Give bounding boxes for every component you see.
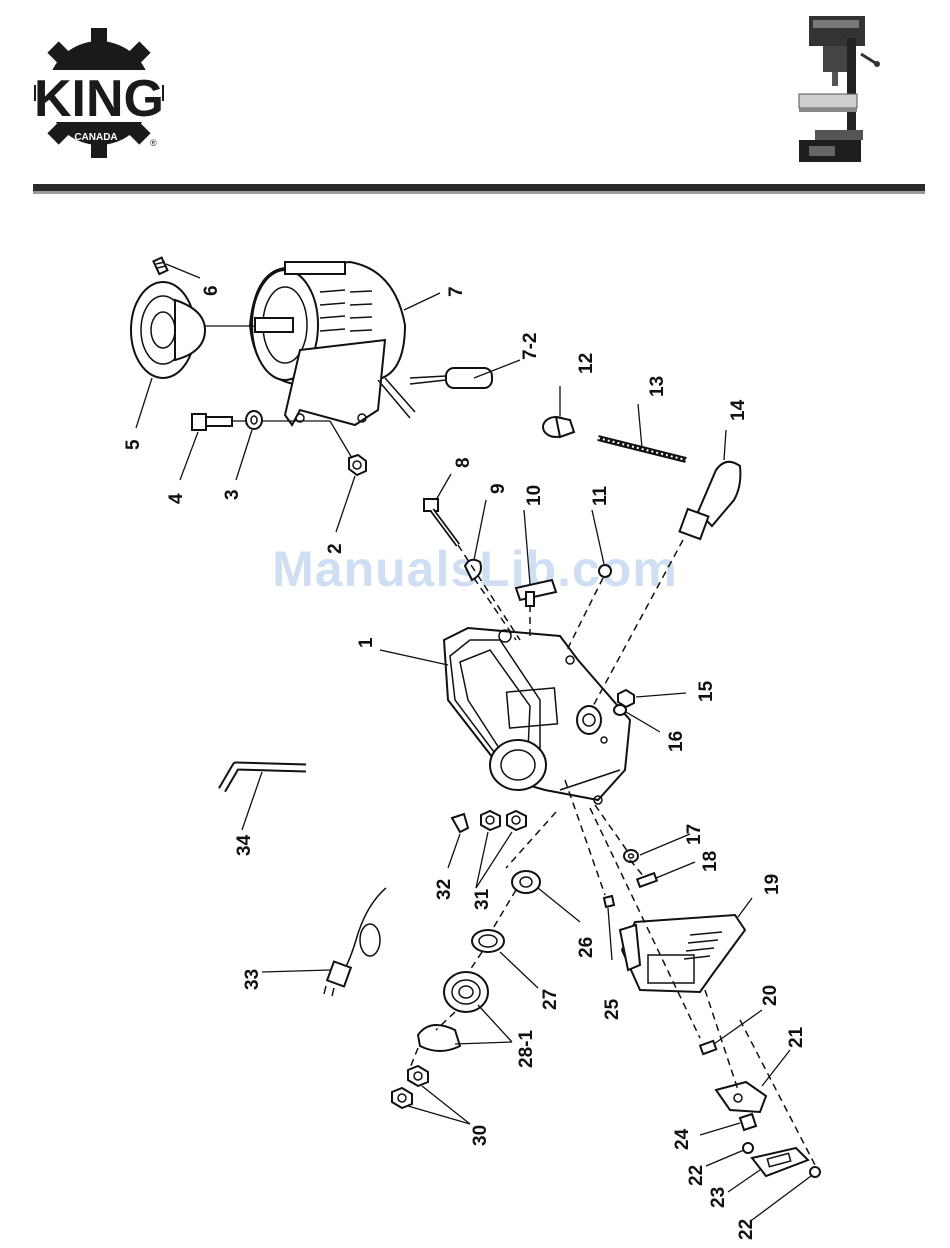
switch-cover [716,1082,766,1112]
knob [543,417,574,437]
hex-bolt [192,414,232,430]
screw-18 [637,873,657,887]
label-18: 18 [700,851,721,872]
label-31: 31 [472,888,493,910]
power-cord [324,888,386,996]
label-20: 20 [760,985,781,1006]
label-14: 14 [728,399,749,421]
motor [196,262,415,425]
label-33: 33 [242,969,263,990]
set-screw [153,258,167,274]
spring-housing-28-1 [418,1025,460,1051]
label-19: 19 [762,874,783,895]
label-6: 6 [201,285,222,296]
label-2: 2 [325,543,346,554]
motor-housing [444,628,630,804]
spindle-pulley-26 [512,871,540,893]
label-16: 16 [666,731,687,752]
label-11: 11 [590,485,611,506]
label-17: 17 [684,824,705,845]
washer [246,411,262,429]
motor-pulley [131,282,205,378]
hex-key [222,766,306,790]
label-9: 9 [488,483,509,494]
capacitor [410,368,492,388]
label-12: 12 [576,353,597,374]
long-screw [424,499,458,545]
label-15: 15 [696,680,717,702]
small-nut [599,565,611,577]
label-7-2: 7-2 [520,333,541,360]
label-10: 10 [524,485,545,506]
label-1: 1 [356,637,377,648]
switch-toggle [740,1114,756,1130]
label-22-upper: 22 [686,1165,707,1186]
part-labels: 1 2 3 4 5 6 7 7-2 8 9 10 11 12 13 14 15 … [123,285,807,1240]
screw-22-lower [810,1167,820,1177]
clip-32 [452,814,468,832]
label-27: 27 [540,989,561,1010]
label-32: 32 [434,879,455,900]
label-21: 21 [786,1026,807,1048]
label-30: 30 [470,1125,491,1146]
screw-22-upper [743,1143,753,1153]
label-28-1: 28-1 [516,1030,537,1068]
label-25: 25 [602,998,623,1020]
retaining-ring-27 [472,930,504,952]
label-3: 3 [222,489,243,500]
label-4: 4 [166,493,187,504]
label-7: 7 [446,286,467,297]
spring-cover-28-1 [444,972,488,1012]
strain-relief-25 [604,896,614,907]
screw-20 [700,1041,716,1054]
switch-plate [752,1148,808,1176]
mounting-bracket [516,580,556,606]
label-22-lower: 22 [736,1219,757,1240]
nuts-31 [481,811,526,830]
label-8: 8 [453,457,474,468]
screw-16 [614,705,626,715]
switch-box [620,915,745,992]
label-26: 26 [576,937,597,958]
label-23: 23 [708,1187,729,1208]
label-24: 24 [672,1128,693,1150]
feed-handle [680,462,741,539]
label-34: 34 [234,834,255,856]
label-5: 5 [123,439,144,450]
label-13: 13 [647,376,668,397]
leader-lines [136,264,811,1220]
